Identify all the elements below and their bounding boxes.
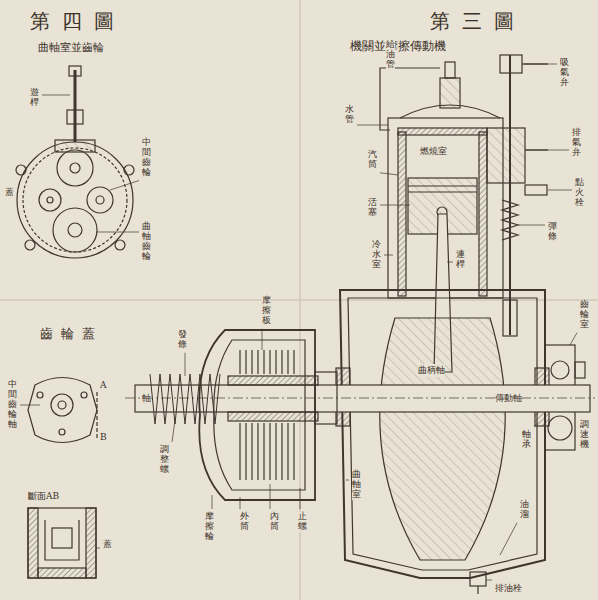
- part-label: 軸: [142, 392, 151, 405]
- shaft: [125, 385, 595, 412]
- part-label: 調整螺: [160, 445, 169, 475]
- part-label: 彈條: [548, 222, 557, 242]
- part-label: 點火栓: [575, 178, 584, 208]
- part-label: 曲柄軸: [418, 364, 445, 377]
- valve-gear: [487, 55, 548, 336]
- leader-line: [447, 262, 453, 263]
- gear-cover: [28, 378, 97, 443]
- part-label: 傳動軸: [495, 392, 522, 405]
- part-label: A: [100, 380, 107, 390]
- leader-line: [96, 232, 139, 233]
- figure-title: 第四圖: [30, 8, 126, 35]
- figure-title: 曲軸室並齒輪: [38, 40, 104, 55]
- leader-line: [240, 497, 241, 509]
- part-label: 中間齒輪: [142, 138, 151, 178]
- leader-line: [262, 329, 263, 350]
- part-label: 斷面AB: [28, 490, 59, 503]
- part-label: 活塞: [368, 198, 377, 218]
- leader-line: [524, 64, 557, 65]
- part-label: 外筒: [240, 512, 249, 532]
- leader-line: [212, 495, 213, 509]
- part-label: 曲軸室: [352, 470, 361, 500]
- part-label: B: [100, 432, 107, 442]
- part-label: 止螺: [298, 512, 307, 532]
- part-label: 排油栓: [495, 582, 522, 595]
- leader-line: [270, 484, 271, 509]
- part-label: 給油管: [386, 40, 395, 70]
- part-label: 曲軸齒輪: [142, 222, 151, 262]
- leader-line: [526, 150, 569, 151]
- part-label: 齒輪室: [580, 300, 589, 330]
- section-ab: [28, 508, 96, 578]
- leader-line: [172, 420, 175, 442]
- part-label: 軸承: [522, 430, 531, 450]
- figure-title: 齒輪蓋: [40, 325, 103, 343]
- leader-line: [346, 480, 349, 481]
- part-label: 調速機: [580, 420, 589, 450]
- part-label: 發條: [178, 330, 187, 350]
- leader-line: [300, 488, 301, 509]
- leader-line: [96, 548, 100, 549]
- part-label: 遊桿: [30, 88, 39, 108]
- part-label: 蓋: [5, 188, 14, 198]
- leader-line: [20, 405, 40, 406]
- part-label: 中間齒輪軸: [8, 380, 17, 429]
- friction-clutch: [150, 330, 337, 500]
- leader-line: [500, 523, 517, 555]
- part-label: 冷水室: [372, 240, 381, 270]
- part-label: 連桿: [456, 250, 465, 270]
- part-label: 水管: [345, 105, 354, 125]
- part-label: 汽筒: [368, 150, 377, 170]
- leader-line: [110, 181, 139, 190]
- leader-line: [357, 125, 388, 126]
- gear-housing: [16, 66, 134, 258]
- part-label: 摩擦輪: [205, 512, 214, 542]
- part-label: 油溜: [520, 500, 529, 520]
- part-label: 蓋: [103, 540, 112, 550]
- leader-line: [185, 353, 186, 376]
- figure-title: 機關並摩擦傳動機: [350, 38, 446, 55]
- part-label: 內筒: [270, 512, 279, 532]
- part-label: 吸氣弁: [560, 58, 569, 88]
- part-label: 燃燒室: [420, 145, 447, 158]
- leader-line: [518, 225, 545, 226]
- leader-line: [42, 95, 70, 96]
- leader-line: [384, 255, 393, 256]
- leader-line: [380, 173, 398, 175]
- leader-line: [486, 580, 492, 581]
- leader-line: [548, 190, 572, 191]
- figure-title: 第三圖: [430, 8, 526, 35]
- part-label: 摩擦板: [262, 296, 271, 326]
- leader-line: [570, 333, 577, 345]
- leader-line: [534, 422, 538, 427]
- leader-line: [380, 205, 410, 206]
- crankcase: [336, 290, 549, 594]
- part-label: 排氣弁: [572, 128, 581, 158]
